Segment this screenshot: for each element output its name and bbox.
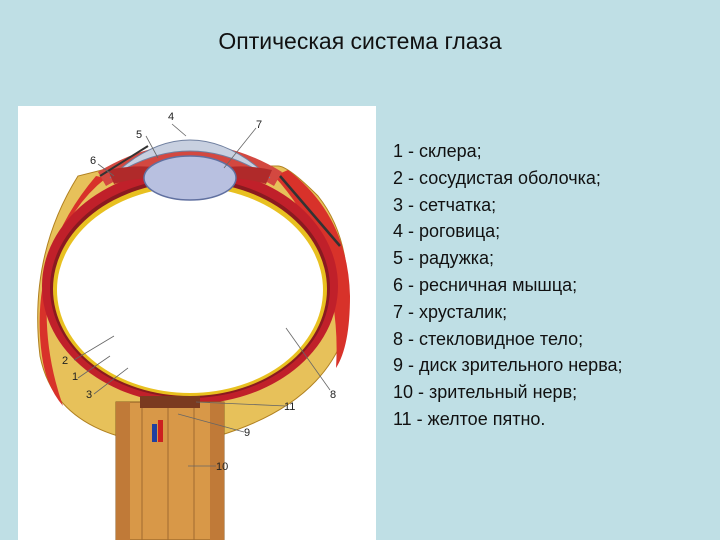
legend-item: 2 - сосудистая оболочка; [393, 165, 623, 192]
vitreous-body [57, 187, 323, 393]
optic-vein [152, 424, 157, 442]
label-11: 11 [284, 401, 295, 413]
legend-item: 7 - хрусталик; [393, 299, 623, 326]
legend-item: 3 - сетчатка; [393, 192, 623, 219]
label-5: 5 [136, 129, 142, 141]
label-10: 10 [216, 461, 228, 473]
label-2: 2 [62, 355, 68, 367]
label-3: 3 [86, 389, 92, 401]
label-4: 4 [168, 111, 174, 123]
legend-item: 6 - ресничная мышца; [393, 272, 623, 299]
legend-item: 8 - стекловидное тело; [393, 326, 623, 353]
label-7: 7 [256, 119, 262, 131]
legend-item: 1 - склера; [393, 138, 623, 165]
label-8: 8 [330, 389, 336, 401]
page-title: Оптическая система глаза [0, 28, 720, 55]
legend: 1 - склера; 2 - сосудистая оболочка; 3 -… [393, 138, 623, 433]
lens [144, 156, 236, 200]
optic-disc [140, 396, 200, 408]
legend-item: 5 - радужка; [393, 245, 623, 272]
optic-nerve-sheath-left [116, 402, 130, 540]
legend-item: 11 - желтое пятно. [393, 406, 623, 433]
label-6: 6 [90, 155, 96, 167]
eye-diagram: 4 5 6 7 2 1 3 8 11 9 10 [18, 106, 376, 540]
legend-item: 10 - зрительный нерв; [393, 379, 623, 406]
eye-cross-section-illustration: 4 5 6 7 2 1 3 8 11 9 10 [18, 106, 376, 540]
legend-item: 4 - роговица; [393, 218, 623, 245]
label-9: 9 [244, 427, 250, 439]
optic-nerve [116, 402, 224, 540]
optic-artery [158, 420, 163, 442]
label-1: 1 [72, 371, 78, 383]
legend-item: 9 - диск зрительного нерва; [393, 352, 623, 379]
